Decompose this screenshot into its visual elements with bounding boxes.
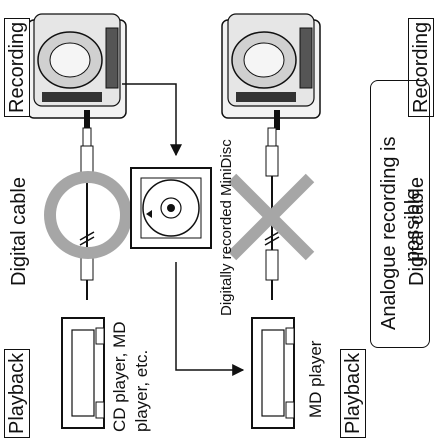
source-devices-line1: CD player, MD (110, 321, 130, 432)
md-recorder-right (222, 14, 320, 130)
digital-cable-label-left: Digital cable (8, 177, 30, 286)
player-right (252, 318, 294, 428)
digital-cable-left (80, 128, 94, 300)
minidisc-caption: Digitally recorded MiniDisc (218, 139, 236, 316)
md-recorder-left (28, 14, 126, 130)
player-left (62, 318, 104, 428)
md-player-label: MD player (306, 341, 326, 418)
playback-label-left: Playback (4, 349, 30, 438)
source-devices-line2: player, etc. (132, 350, 152, 432)
recording-label-left: Recording (4, 18, 30, 117)
analogue-note-line1: Analogue recording is (378, 137, 400, 330)
minidisc-icon (131, 168, 211, 248)
playback-label-right: Playback (340, 349, 366, 438)
arrow-to-minidisc (122, 84, 176, 155)
analogue-note-line2: possible. (402, 183, 424, 262)
